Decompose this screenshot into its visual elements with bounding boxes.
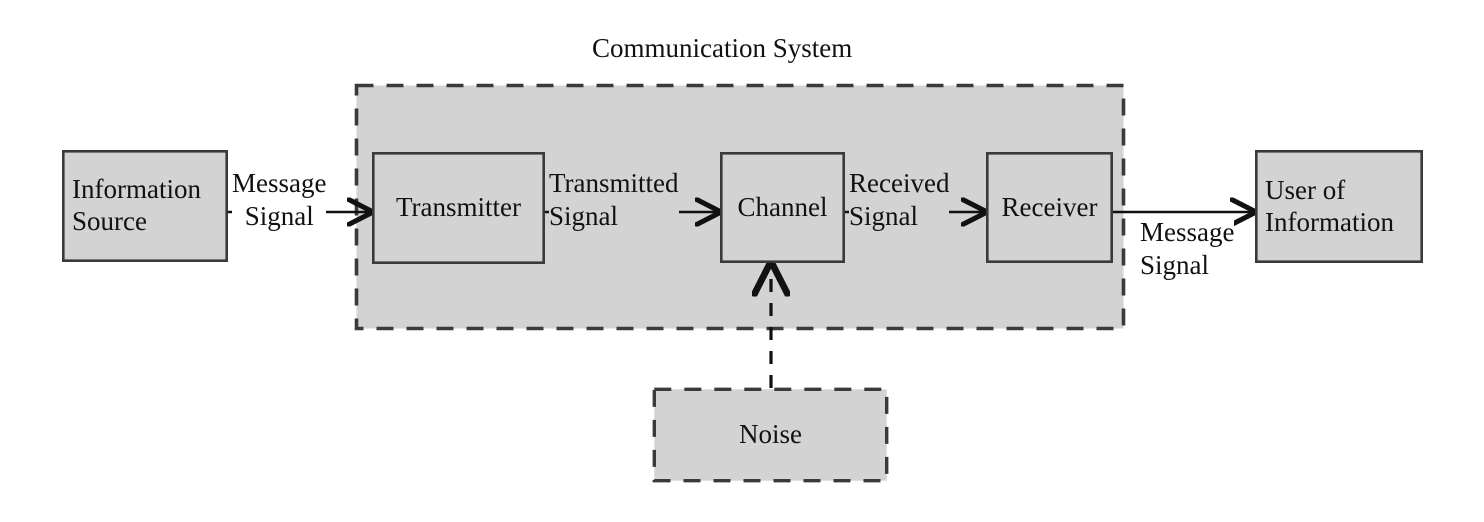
node-box-transmitter[interactable]	[371, 152, 545, 265]
node-box-user-of-information[interactable]	[1255, 150, 1424, 264]
node-box-noise[interactable]	[652, 387, 889, 483]
node-box-receiver[interactable]	[985, 152, 1113, 264]
node-box-channel[interactable]	[719, 152, 845, 264]
node-box-information-source[interactable]	[61, 150, 228, 263]
nodes-layer	[61, 150, 1424, 483]
